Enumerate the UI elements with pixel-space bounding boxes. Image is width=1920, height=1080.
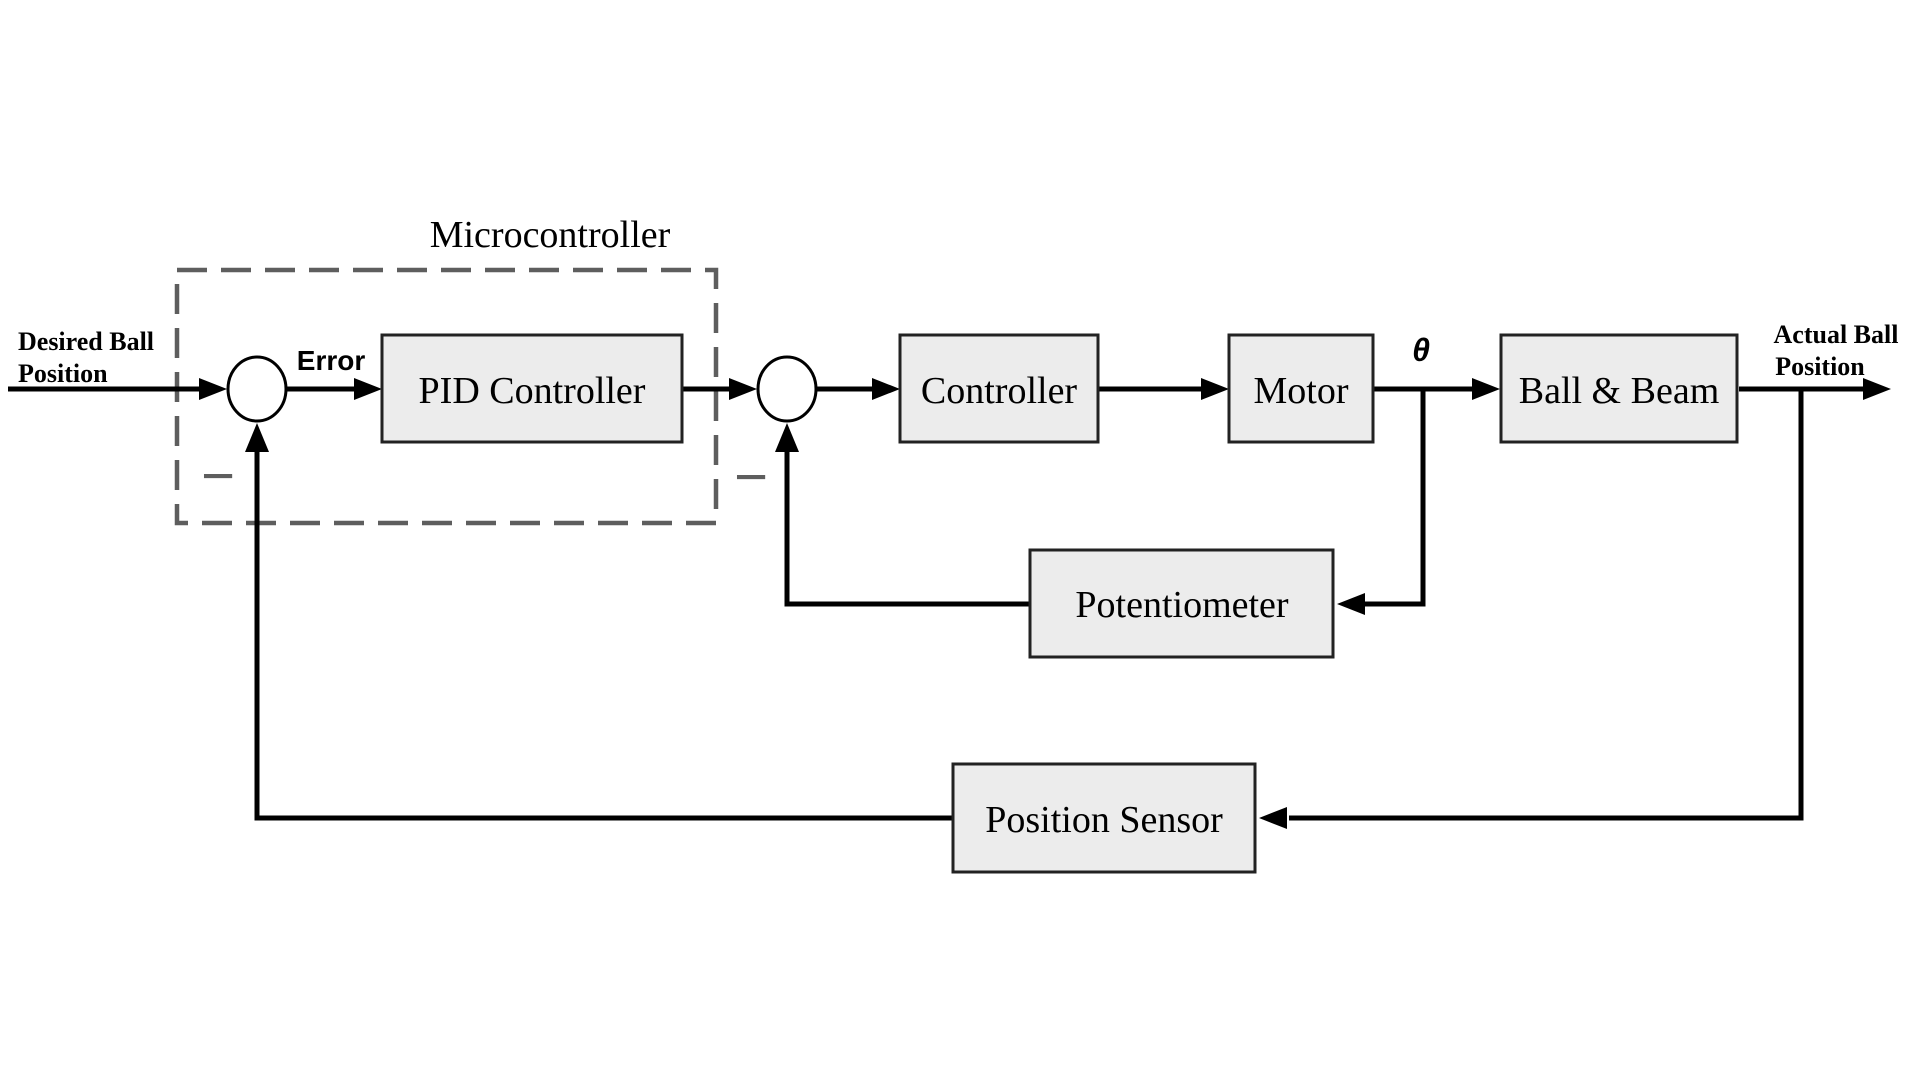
ball-beam-input-arrowhead [1472,378,1500,400]
potentiometer-return-wire [784,452,1030,607]
sensor-return-wire [254,452,953,821]
position-sensor-block [951,762,1257,874]
junction2-minus-sign: − [734,445,768,510]
output-branch-wire [1289,389,1804,821]
output-arrowhead [1863,378,1891,400]
theta-label: θ [1412,332,1430,368]
potentiometer-block [1028,548,1335,659]
pid-output-arrowhead [729,378,757,400]
output-label-line2: Position [1775,352,1865,381]
error-label: Error [297,345,366,376]
inner-junction-feedback-arrowhead [775,423,799,452]
motor-block [1227,333,1375,444]
theta-branch-wire [1365,389,1426,607]
controller-block [898,333,1100,444]
position-sensor-label: Position Sensor [985,799,1223,841]
ball-beam-block [1499,333,1739,444]
ball-beam-label: Ball & Beam [1519,370,1720,412]
microcontroller-label: Microcontroller [430,214,671,256]
potentiometer-label: Potentiometer [1075,584,1289,626]
input-label-line2: Position [18,359,108,388]
pid-controller-label: PID Controller [419,370,646,412]
motor-input-arrowhead [1201,378,1229,400]
potentiometer-input-arrowhead [1337,593,1365,615]
motor-label: Motor [1254,370,1349,412]
controller-label: Controller [921,370,1078,412]
summing-junction-reference [226,355,288,423]
microcontroller-boundary-box [174,267,719,526]
output-label-line1: Actual Ball [1774,320,1899,349]
pid-controller-block [380,333,684,444]
summing-junction-inner [756,355,818,423]
junction1-minus-sign: − [201,444,235,509]
input-arrowhead [199,378,227,400]
error-arrowhead [354,378,382,400]
position-sensor-input-arrowhead [1259,807,1287,829]
controller-input-arrowhead [872,378,900,400]
input-label-line1: Desired Ball [18,327,154,356]
outer-junction-feedback-arrowhead [245,423,269,452]
